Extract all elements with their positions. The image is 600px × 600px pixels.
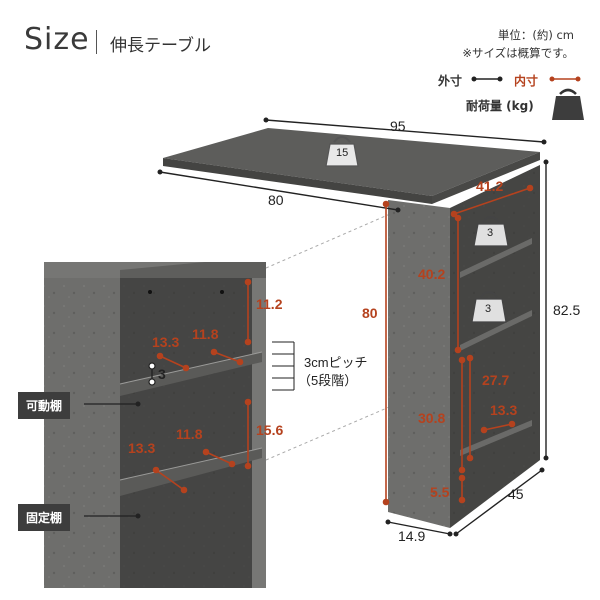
dim-depth-13-3-b xyxy=(152,466,188,494)
dim-inner-lower-30-8 xyxy=(458,356,466,474)
table-top-load-icon xyxy=(325,136,359,167)
label-pitch-steps: （5段階） xyxy=(298,373,358,388)
page-subtitle: 伸長テーブル xyxy=(110,36,211,56)
label-top-load: 15 xyxy=(336,147,349,159)
label-inner-shelf: 27.7 xyxy=(482,372,510,388)
unit-note: 単位：(約) cm ※サイズは概算です。 xyxy=(462,26,574,62)
label-depth-b: 13.3 xyxy=(128,440,156,456)
label-gap-b: 15.6 xyxy=(256,422,284,438)
cabinet-detail xyxy=(44,262,266,588)
dim-leg-14-9 xyxy=(385,519,453,537)
label-top-width: 95 xyxy=(390,118,406,134)
dim-width-11-8-b xyxy=(202,448,236,468)
weight-icon xyxy=(552,88,584,120)
label-table-height: 80 xyxy=(362,305,378,321)
label-top-depth: 80 xyxy=(268,192,284,208)
legend-outer-label: 外寸 xyxy=(438,74,463,88)
label-inner-depth: 13.3 xyxy=(490,402,518,418)
dim-gap-15-6 xyxy=(244,398,252,470)
label-depth-a: 13.3 xyxy=(152,334,180,350)
dim-depth-80 xyxy=(157,169,401,213)
fixed-shelf-tag: 固定棚 xyxy=(18,504,71,531)
label-upper-load: 3 xyxy=(487,227,494,239)
label-inner-upper: 40.2 xyxy=(418,266,446,282)
label-pitch: 3cmピッチ xyxy=(304,355,368,370)
legend-inner-line xyxy=(549,76,581,82)
movable-shelf-tag: 可動棚 xyxy=(18,392,71,419)
label-depth: 45 xyxy=(508,486,524,502)
table-illustration xyxy=(163,128,540,528)
middle-shelf-load-icon xyxy=(471,291,507,323)
label-pitch-step: 3 xyxy=(158,366,166,382)
label-bottom: 5.5 xyxy=(430,484,450,500)
legend-load-label: 耐荷量 (kg) xyxy=(466,99,534,113)
dim-depth-13-3-a xyxy=(156,352,190,372)
pitch-step-dim xyxy=(148,362,156,386)
dim-inner-shelf-27-7 xyxy=(466,354,474,462)
dim-height-82-5 xyxy=(543,159,549,461)
page-title: Size xyxy=(24,22,90,57)
dim-depth-45 xyxy=(453,467,545,537)
dim-width-95 xyxy=(263,117,547,145)
label-total-height: 82.5 xyxy=(553,302,581,318)
label-inner-width: 41.2 xyxy=(476,178,504,194)
label-leg-width: 14.9 xyxy=(398,528,426,544)
label-width-b: 11.8 xyxy=(176,426,203,442)
dim-bottom-5-5 xyxy=(458,474,466,504)
approx-note: ※サイズは概算です。 xyxy=(462,46,574,60)
legend-outer-line xyxy=(471,76,503,82)
dim-inner-depth-13-3 xyxy=(480,420,516,434)
label-top-gap: 11.2 xyxy=(256,296,283,312)
title-divider xyxy=(96,30,97,54)
pitch-bracket xyxy=(272,341,295,391)
label-lower-load: 3 xyxy=(485,303,492,315)
upper-shelf-load-icon xyxy=(473,216,509,247)
dim-width-11-8-a xyxy=(210,348,244,366)
label-inner-lower: 30.8 xyxy=(418,410,446,426)
unit-line: 単位：(約) cm xyxy=(497,28,574,42)
label-width-a: 11.8 xyxy=(192,326,219,342)
dim-table-height-80 xyxy=(382,200,390,506)
dim-inner-width-41-2 xyxy=(450,184,534,218)
dim-inner-upper-40-2 xyxy=(454,214,462,354)
dim-top-gap-11-2 xyxy=(244,278,252,346)
legend-inner-label: 内寸 xyxy=(514,74,539,88)
